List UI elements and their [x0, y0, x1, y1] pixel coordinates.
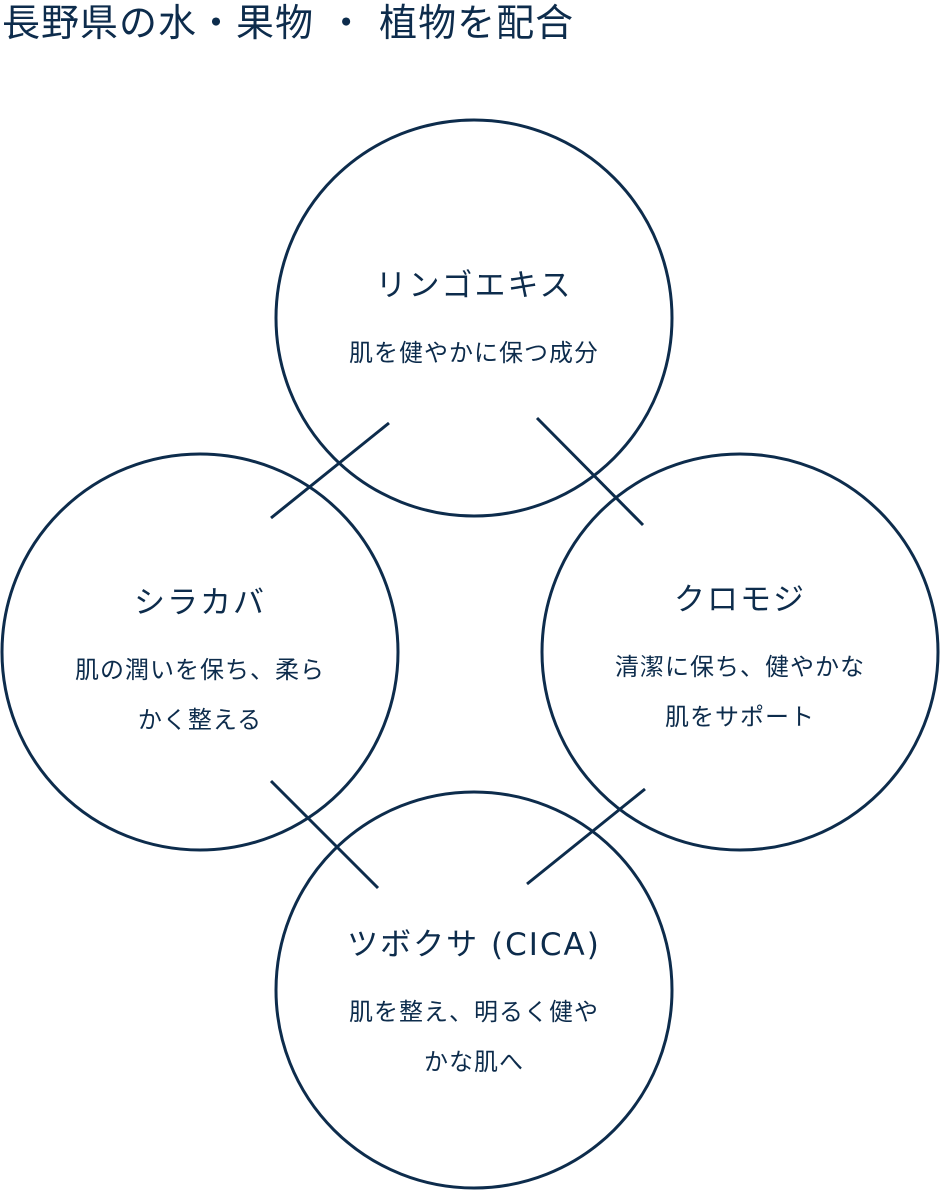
description-line: 肌を整え、明るく健や: [349, 998, 599, 1026]
ingredient-description: 肌を整え、明るく健や かな肌へ: [276, 987, 672, 1087]
page-title: 長野県の水・果物 ・ 植物を配合: [2, 1, 575, 45]
ingredient-name: リンゴエキス: [375, 268, 573, 304]
description-line: かく整える: [137, 706, 263, 734]
connector-apple-kuromoji: [535, 416, 645, 527]
circle-kuromoji: [540, 452, 940, 852]
circle-birch: [0, 452, 400, 852]
ingredient-apple: リンゴエキス 肌を健やかに保つ成分: [276, 266, 672, 378]
ingredient-centella: ツボクサ (CICA) 肌を整え、明るく健や かな肌へ: [276, 925, 672, 1087]
ingredient-name: ツボクサ (CICA): [347, 927, 601, 963]
description-line: 肌を健やかに保つ成分: [349, 339, 599, 367]
circle-centella: [274, 790, 674, 1190]
ingredient-kuromoji: クロモジ 清潔に保ち、健やかな 肌をサポート: [542, 580, 938, 742]
description-line: 肌をサポート: [665, 703, 815, 731]
ingredient-name: クロモジ: [674, 582, 806, 618]
circle-apple: [274, 118, 674, 518]
description-line: かな肌へ: [424, 1048, 524, 1076]
description-line: 肌の潤いを保ち、柔ら: [75, 656, 325, 684]
ingredient-description: 肌を健やかに保つ成分: [276, 328, 672, 378]
connector-kuromoji-centella: [526, 787, 646, 886]
description-line: 清潔に保ち、健やかな: [615, 653, 865, 681]
ingredient-birch: シラカバ 肌の潤いを保ち、柔ら かく整える: [2, 583, 398, 745]
connector-apple-birch: [270, 421, 390, 520]
ingredient-description: 清潔に保ち、健やかな 肌をサポート: [542, 642, 938, 742]
ingredient-description: 肌の潤いを保ち、柔ら かく整える: [2, 645, 398, 745]
connector-birch-centella: [269, 779, 380, 890]
ingredient-name: シラカバ: [134, 585, 266, 621]
